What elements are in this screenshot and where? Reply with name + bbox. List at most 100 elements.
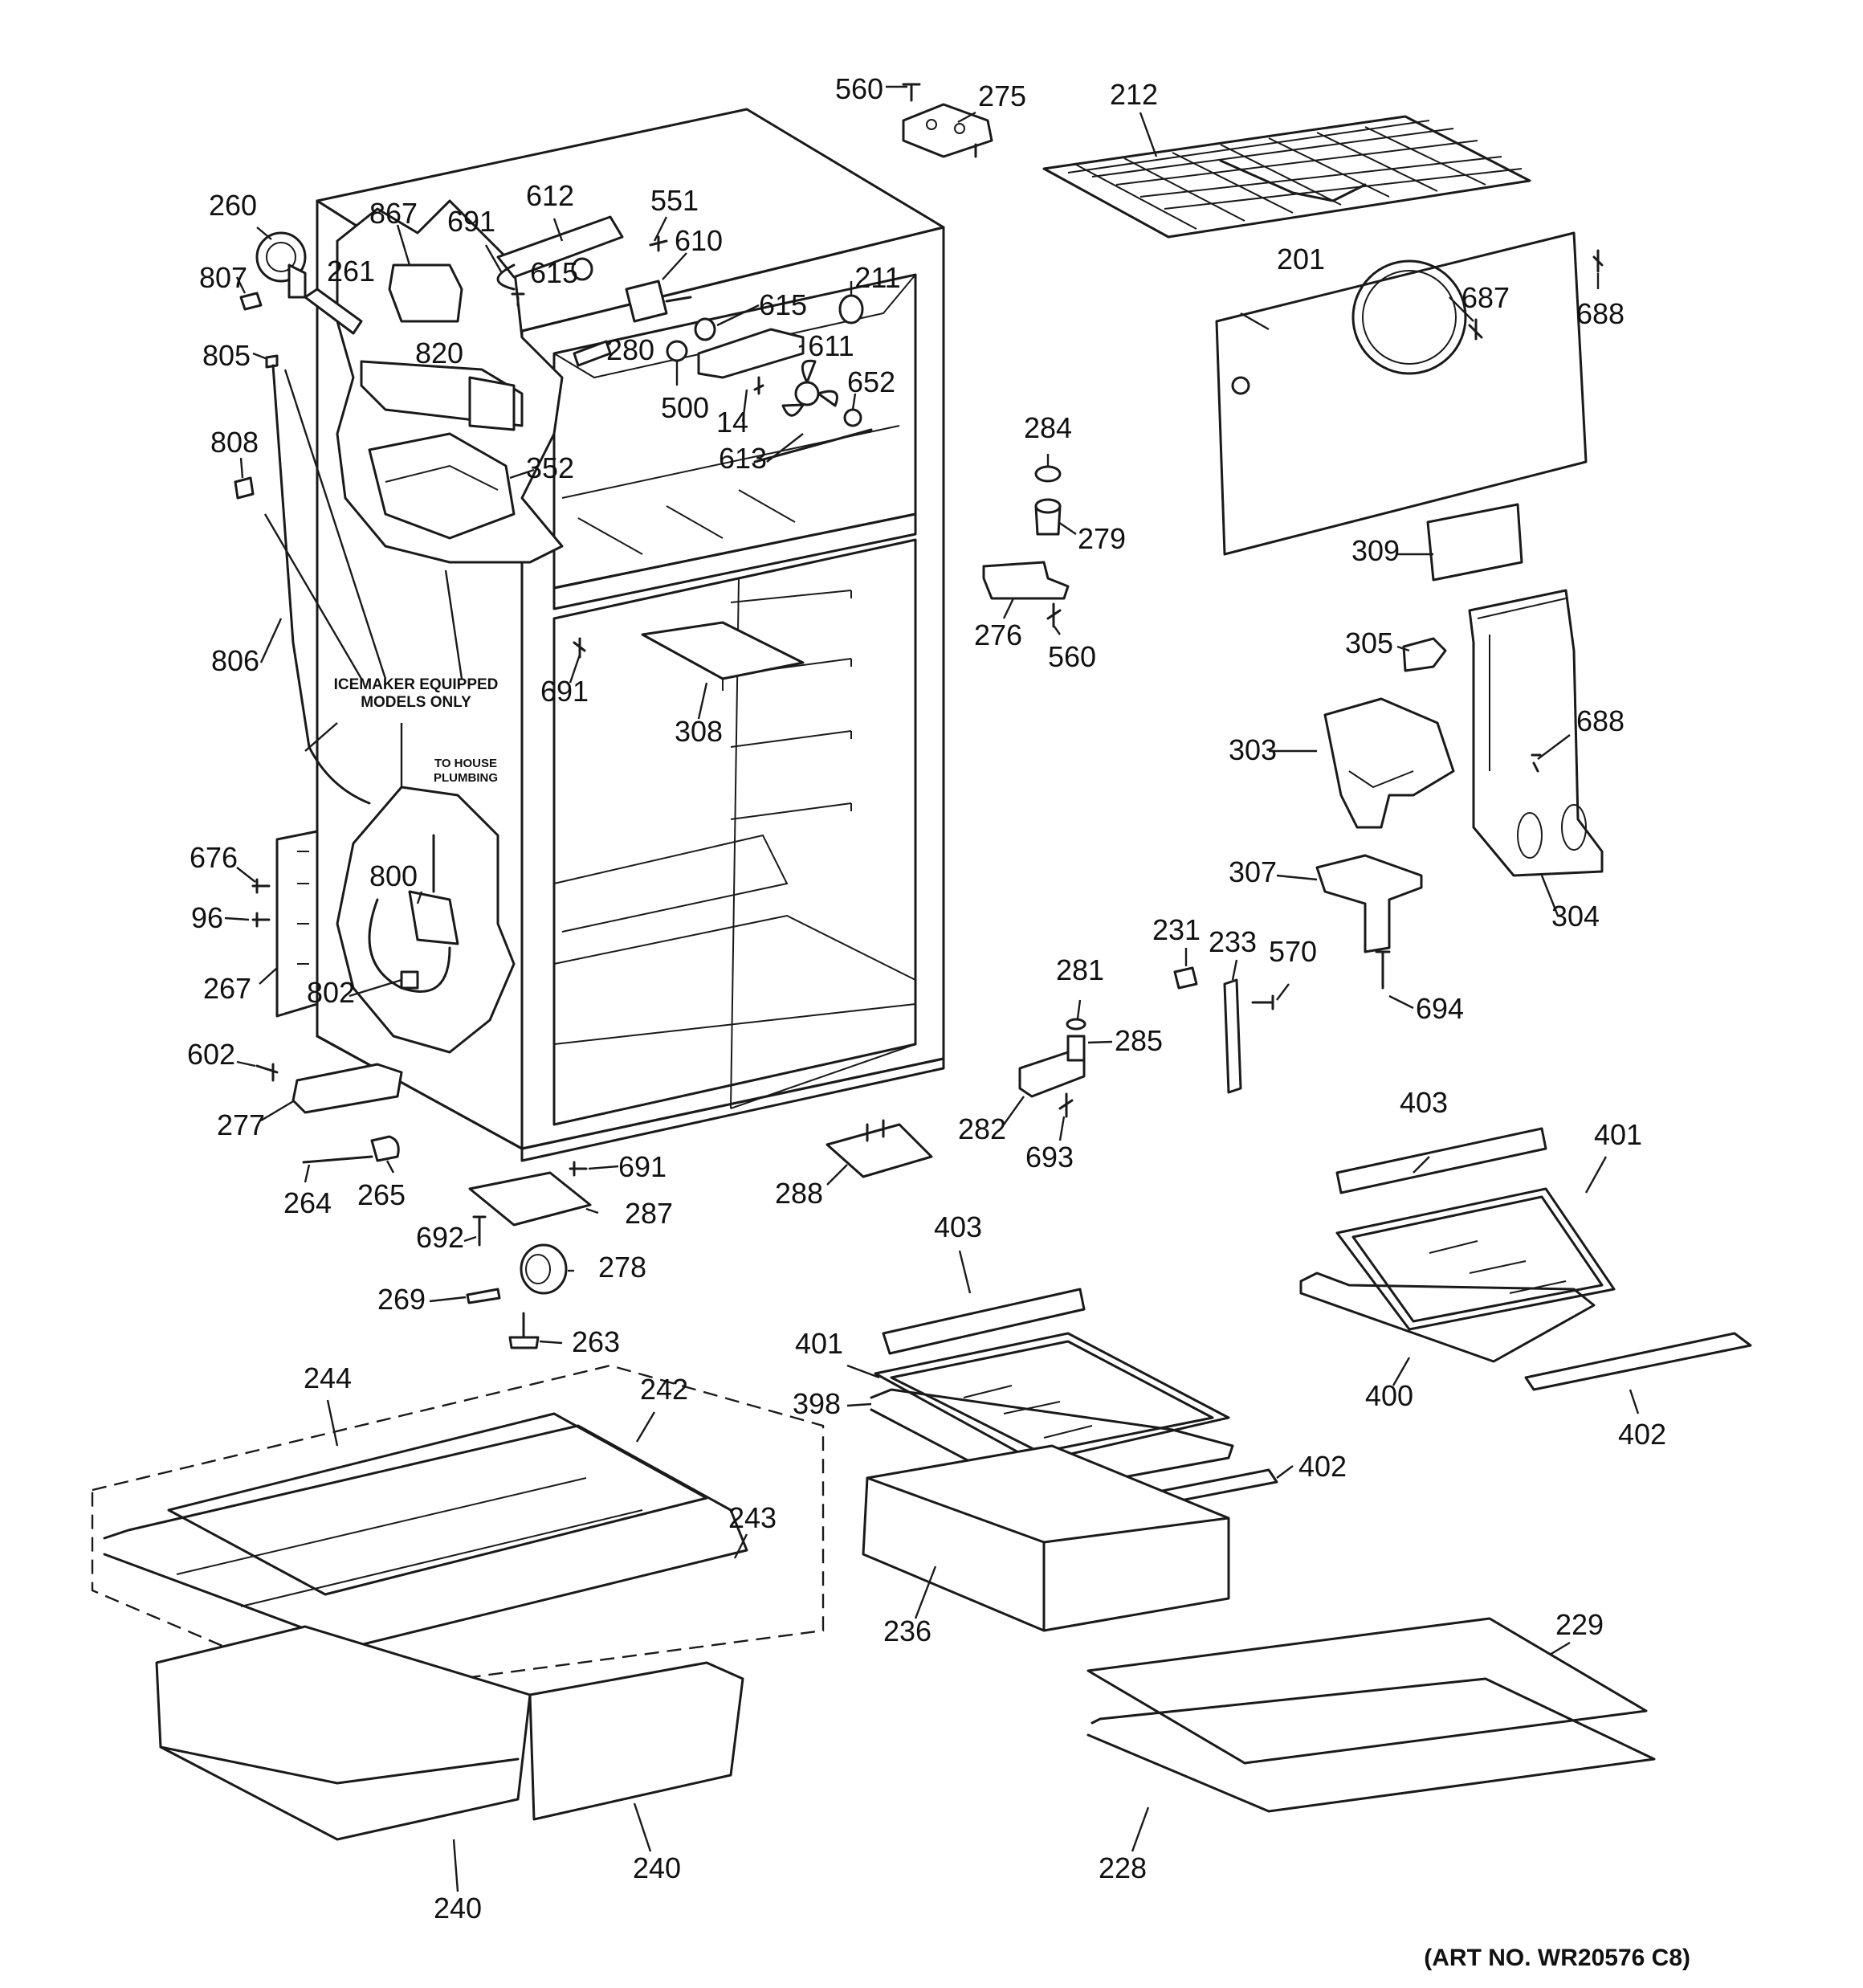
part-label: 400 xyxy=(1365,1379,1413,1412)
part-label: 800 xyxy=(369,859,418,892)
part-label: 303 xyxy=(1229,733,1277,766)
part-label: 243 xyxy=(728,1501,777,1534)
part-label: 244 xyxy=(304,1361,352,1394)
part-label: 240 xyxy=(434,1892,482,1925)
left-side-parts xyxy=(234,231,933,1349)
part-label: 615 xyxy=(759,288,807,321)
part-label: 403 xyxy=(1400,1086,1448,1119)
part-label: 403 xyxy=(934,1210,982,1243)
part-label: 401 xyxy=(795,1327,843,1360)
part-label: 261 xyxy=(327,255,375,288)
part-label: 240 xyxy=(633,1851,681,1884)
part-label: 687 xyxy=(1461,281,1510,314)
part-label: 676 xyxy=(190,841,238,874)
part-label: 96 xyxy=(191,901,223,934)
art-number: (ART NO. WR20576 C8) xyxy=(1424,1945,1690,1971)
part-label: 264 xyxy=(283,1186,332,1219)
part-label: 401 xyxy=(1594,1118,1642,1151)
part-label: 806 xyxy=(211,644,259,677)
part-label: 691 xyxy=(447,205,495,238)
bottom-right-shelf xyxy=(1086,1617,1656,1813)
part-label: 688 xyxy=(1576,704,1625,737)
part-label: 267 xyxy=(203,972,251,1005)
part-label: 402 xyxy=(1298,1450,1347,1483)
plumbing-note-line-1: TO HOUSE xyxy=(434,757,497,770)
part-label: 867 xyxy=(369,197,418,230)
part-label: 304 xyxy=(1551,900,1600,933)
part-label: 802 xyxy=(307,976,355,1009)
part-label: 282 xyxy=(958,1112,1006,1145)
part-label: 820 xyxy=(415,337,463,369)
icemaker-note-line-1: ICEMAKER EQUIPPED xyxy=(334,676,499,693)
wire-shelf-212 xyxy=(1042,115,1531,239)
part-label: 276 xyxy=(974,618,1022,651)
part-label: 808 xyxy=(210,426,259,459)
cover-308 xyxy=(641,621,805,691)
part-label: 280 xyxy=(606,333,654,366)
crisper-drawer-assembly xyxy=(91,1364,825,1841)
part-label: 242 xyxy=(640,1373,688,1406)
part-label: 14 xyxy=(716,406,748,439)
part-label: 229 xyxy=(1555,1608,1604,1641)
plumbing-note-line-2: PLUMBING xyxy=(434,771,498,785)
part-label: 278 xyxy=(598,1251,646,1284)
part-label: 807 xyxy=(199,261,247,294)
part-label: 402 xyxy=(1618,1418,1666,1451)
part-label: 500 xyxy=(661,391,709,424)
part-label: 287 xyxy=(625,1197,673,1230)
part-label: 805 xyxy=(202,339,251,372)
part-label: 284 xyxy=(1024,411,1072,444)
hinge-parts-center xyxy=(982,465,1086,1118)
part-label: 694 xyxy=(1416,992,1464,1025)
part-label: 269 xyxy=(377,1283,426,1316)
part-label: 551 xyxy=(650,184,699,217)
part-label: 570 xyxy=(1269,935,1317,968)
part-label: 610 xyxy=(675,224,723,257)
part-label: 281 xyxy=(1056,953,1104,986)
part-label: 309 xyxy=(1351,534,1400,567)
part-label: 652 xyxy=(847,365,895,398)
part-label: 693 xyxy=(1025,1141,1074,1174)
part-label: 263 xyxy=(572,1325,620,1358)
part-label: 308 xyxy=(675,715,723,748)
part-label: 231 xyxy=(1152,913,1201,946)
icemaker-cutaway xyxy=(336,199,564,564)
part-label: 692 xyxy=(416,1221,464,1254)
part-label: 265 xyxy=(357,1178,406,1211)
icemaker-note: ICEMAKER EQUIPPED MODELS ONLY xyxy=(334,676,499,711)
part-label: 279 xyxy=(1078,522,1126,555)
part-label: 613 xyxy=(719,442,767,475)
part-label: 691 xyxy=(618,1150,667,1183)
rear-panel-201 xyxy=(1215,231,1604,582)
right-shelf-assembly xyxy=(1299,1127,1752,1391)
icemaker-note-line-2: MODELS ONLY xyxy=(361,694,471,711)
part-labels: 560 275 212 260 867 612 551 691 610 211 … xyxy=(187,72,1666,1925)
part-label: 228 xyxy=(1099,1851,1147,1884)
part-label: 285 xyxy=(1115,1024,1163,1057)
part-label: 260 xyxy=(209,189,257,222)
part-label: 398 xyxy=(793,1387,841,1420)
center-shelf-assembly xyxy=(862,1288,1278,1632)
part-label: 305 xyxy=(1345,627,1393,659)
part-label: 236 xyxy=(883,1614,932,1647)
part-label: 560 xyxy=(1048,640,1096,673)
part-label: 211 xyxy=(854,261,900,294)
part-label: 201 xyxy=(1277,243,1325,276)
freezer-hardware xyxy=(496,83,993,463)
part-label: 602 xyxy=(187,1038,235,1071)
part-label: 615 xyxy=(530,256,578,289)
part-label: 612 xyxy=(526,179,574,212)
part-label: 691 xyxy=(540,675,589,708)
part-label: 307 xyxy=(1229,855,1277,888)
part-label: 560 xyxy=(835,72,883,105)
part-label: 611 xyxy=(808,329,854,362)
part-label: 352 xyxy=(526,451,574,484)
note-arrows xyxy=(263,369,463,787)
dispenser-parts xyxy=(1173,589,1604,1094)
part-label: 288 xyxy=(775,1177,823,1210)
part-label: 688 xyxy=(1576,297,1625,330)
part-label: 212 xyxy=(1110,78,1158,111)
part-label: 275 xyxy=(978,80,1026,112)
plumbing-note: TO HOUSE PLUMBING xyxy=(434,757,498,785)
